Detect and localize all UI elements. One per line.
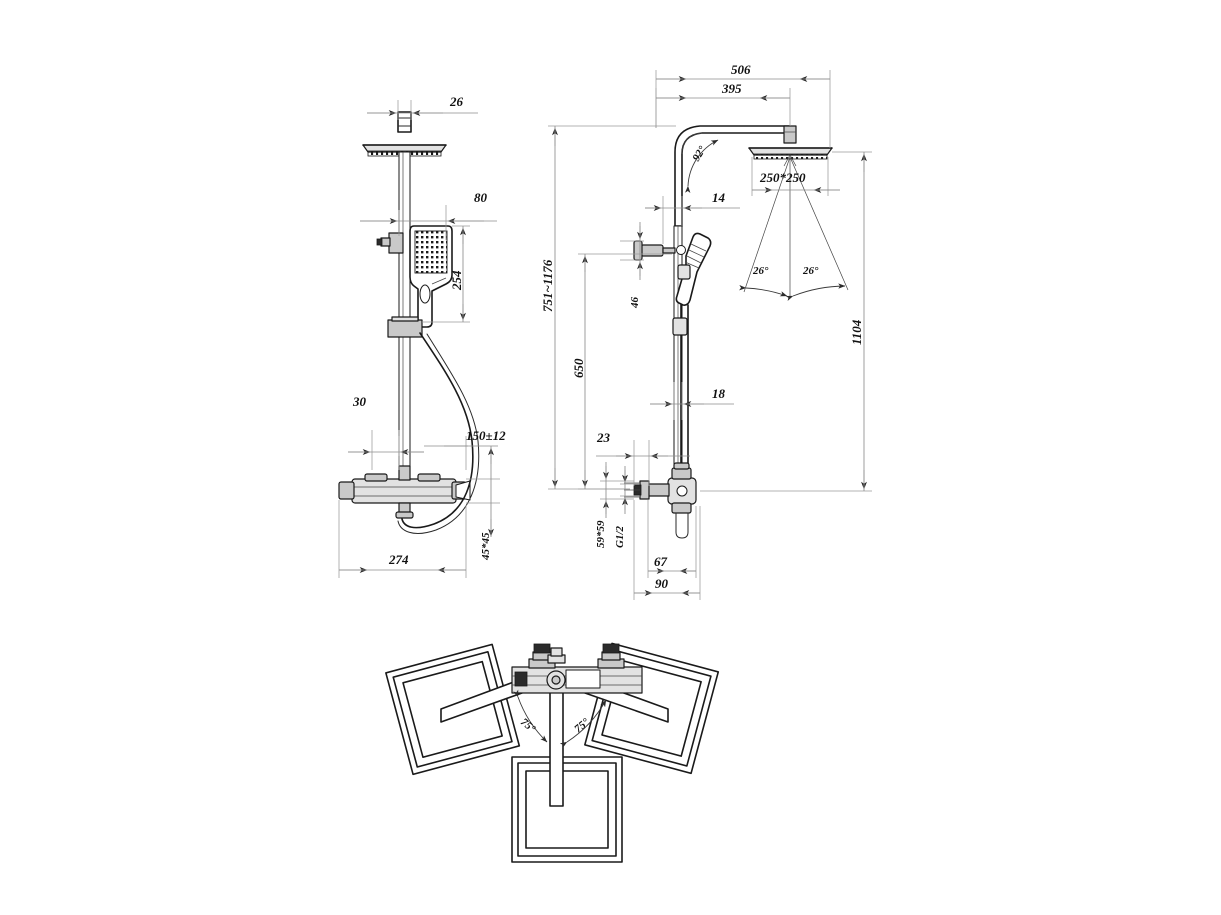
dim-label-250x250: 250*250 (759, 170, 806, 185)
dim-26deg-left: 26° (739, 265, 788, 297)
dim-label-4545: 45*45 (480, 532, 492, 561)
dim-label-506: 506 (731, 62, 751, 77)
dimensions-side: 506 395 92° 14 751~1176 (540, 62, 831, 600)
dim-label-254: 254 (449, 270, 464, 291)
rain-shower-head-front (362, 111, 447, 157)
dim-label-26: 26 (449, 94, 464, 109)
dim-26deg-right: 26° (785, 265, 846, 302)
dim-label-67: 67 (654, 554, 668, 569)
dim-label-18: 18 (712, 386, 726, 401)
dim-label-80: 80 (474, 190, 488, 205)
slider-bracket-front (387, 316, 423, 338)
dim-label-30: 30 (352, 394, 367, 409)
dim-label-1104: 1104 (849, 319, 864, 345)
dim-label-26deg-left: 26° (752, 265, 769, 277)
view-spray-pattern: 250*250 26° 26° 1104 (700, 151, 872, 492)
dim-label-90: 90 (655, 576, 669, 591)
upper-bracket-front (376, 232, 404, 254)
dim-label-5959: 59*59 (595, 520, 607, 548)
dim-label-g12: G1/2 (614, 526, 626, 549)
view-front-elevation: 26 80 254 30 (338, 94, 506, 578)
escutcheon-plate-bottom (511, 756, 623, 863)
dim-1104: 1104 (700, 151, 872, 492)
thermostatic-mixer-side (624, 462, 697, 539)
dim-label-751-1176: 751~1176 (540, 259, 555, 312)
dim-label-14: 14 (712, 190, 726, 205)
dim-label-46: 46 (629, 297, 641, 310)
riser-rail-front (398, 151, 411, 478)
hand-shower-side (633, 232, 712, 471)
dim-label-26deg-right: 26° (802, 265, 819, 277)
dim-label-92deg: 92° (690, 144, 709, 164)
dimensions-front: 26 80 254 30 (338, 94, 506, 578)
thermostatic-mixer-plan (511, 643, 643, 694)
view-side-elevation: 506 395 92° 14 751~1176 (540, 62, 833, 600)
dim-label-150: 150±12 (466, 428, 506, 443)
dim-250x250: 250*250 (751, 157, 840, 196)
dim-label-650: 650 (571, 358, 586, 378)
view-plan-swivel: 75° 75° (385, 642, 720, 863)
thermostatic-mixer-front (338, 465, 471, 519)
dim-75deg-left: 75° (513, 689, 548, 743)
dim-label-395: 395 (721, 81, 742, 96)
dim-label-274: 274 (388, 552, 409, 567)
spray-cone (743, 154, 849, 297)
flexible-hose-front (397, 332, 480, 534)
dim-label-75deg-left: 75° (518, 716, 538, 735)
dim-label-23: 23 (596, 430, 611, 445)
hand-shower-front (409, 225, 453, 328)
outlet-arm-bottom (549, 675, 564, 807)
